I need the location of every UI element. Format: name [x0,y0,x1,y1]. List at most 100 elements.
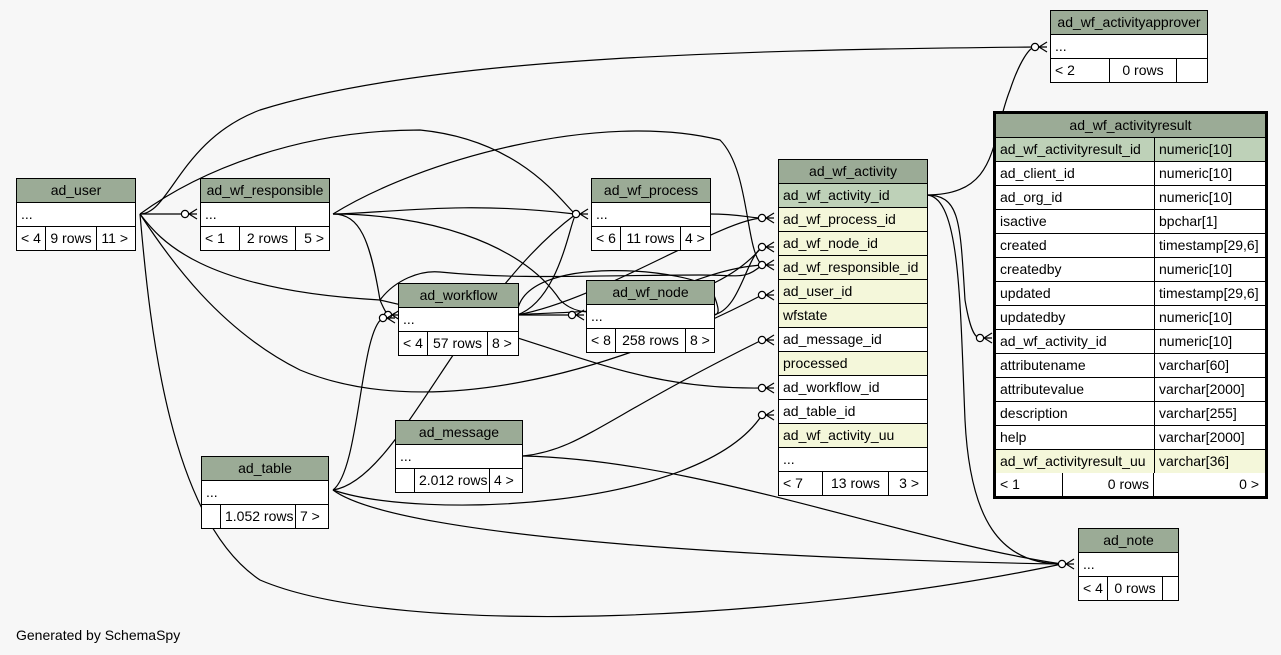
row-count: 11 rows [620,227,680,250]
column-type: varchar[60] [1154,354,1264,377]
generated-by-footer: Generated by SchemaSpy [16,627,181,643]
relationship-line [522,455,1063,565]
column-type: numeric[10] [1154,138,1264,161]
table-header: ad_wf_node [587,281,714,305]
table-header: ad_wf_activityresult [996,114,1265,138]
table-ad-workflow[interactable]: ad_workflow ... < 4 57 rows 8 > [398,283,519,356]
columns-ellipsis: ... [400,448,412,464]
crowfoot-marker [765,241,775,253]
column-processed[interactable]: processed [783,355,848,371]
children-count: 3 > [888,472,923,495]
crowfoot-marker [765,212,775,224]
crowfoot-marker [1038,41,1048,53]
column-row[interactable]: attributename varchar[60] [996,354,1265,378]
relationship-line [516,213,577,316]
column-row[interactable]: updatedby numeric[10] [996,306,1265,330]
table-ad-message[interactable]: ad_message ... 2.012 rows 4 > [395,420,523,493]
relationship-line [332,130,763,266]
table-ad-table[interactable]: ad_table ... 1.052 rows 7 > [201,456,329,529]
table-header: ad_wf_activityapprover [1051,11,1207,35]
children-count: 4 > [489,469,514,492]
children-count: 8 > [685,329,712,352]
relationship-line [332,414,763,506]
relationship-line [708,213,763,219]
column-name: createdby [1000,261,1062,277]
cardinality-marker [1030,42,1040,52]
column-ad-message-id[interactable]: ad_message_id [783,331,882,347]
column-name: description [1000,405,1068,421]
row-count: 1.052 rows [220,505,295,528]
cardinality-marker [378,313,388,323]
children-count [1176,59,1207,82]
columns-ellipsis: ... [403,311,415,327]
column-ad-wf-node-id[interactable]: ad_wf_node_id [783,235,878,251]
children-count: 8 > [487,332,515,355]
table-ad-wf-node[interactable]: ad_wf_node ... < 8 258 rows 8 > [586,280,715,353]
crowfoot-marker [765,289,775,301]
column-type: timestamp[29,6] [1154,282,1264,305]
cardinality-marker [180,209,190,219]
relationship-line [332,213,577,491]
column-type: numeric[10] [1154,306,1264,329]
table-ad-wf-activityresult[interactable]: ad_wf_activityresult ad_wf_activityresul… [993,111,1268,499]
column-ad-workflow-id[interactable]: ad_workflow_id [783,379,880,395]
table-header: ad_user [17,179,135,203]
column-row[interactable]: isactive bpchar[1] [996,210,1265,234]
table-ad-wf-responsible[interactable]: ad_wf_responsible ... < 1 2 rows 5 > [200,178,330,251]
columns-ellipsis: ... [21,206,33,222]
column-name: updatedby [1000,309,1066,325]
table-ad-note[interactable]: ad_note ... < 4 0 rows [1078,528,1179,601]
crowfoot-marker [765,409,775,421]
column-ad-user-id[interactable]: ad_user_id [783,283,853,299]
columns-ellipsis: ... [1055,38,1067,54]
column-ad-wf-activity-id[interactable]: ad_wf_activity_id [783,187,890,203]
column-ad-table-id[interactable]: ad_table_id [783,403,856,419]
cardinality-marker [757,383,767,393]
row-count: 57 rows [427,332,487,355]
column-ad-wf-responsible-id[interactable]: ad_wf_responsible_id [783,259,919,275]
table-header: ad_wf_process [592,179,710,203]
table-ad-wf-activityapprover[interactable]: ad_wf_activityapprover ... < 2 0 rows [1050,10,1208,83]
table-ad-wf-activity[interactable]: ad_wf_activity ad_wf_activity_id ad_wf_p… [778,159,928,496]
parents-count: < 1 [205,230,225,246]
columns-ellipsis: ... [596,206,608,222]
crowfoot-marker [579,208,589,220]
column-name: attributename [1000,357,1086,373]
table-ad-user[interactable]: ad_user ... < 4 9 rows 11 > [16,178,136,251]
row-count: 13 rows [822,472,888,495]
column-name: isactive [1000,213,1047,229]
table-header: ad_message [396,421,522,445]
relationship-line [332,213,389,316]
table-header: ad_wf_responsible [201,179,329,203]
parents-count: < 8 [591,332,611,348]
column-name: ad_client_id [1000,165,1075,181]
table-ad-wf-process[interactable]: ad_wf_process ... < 6 11 rows 4 > [591,178,711,251]
column-name: ad_wf_activity_id [1000,333,1107,349]
children-count: 11 > [96,227,132,250]
children-count: 4 > [680,227,708,250]
row-count: 0 rows [1109,59,1176,82]
relationship-line [516,217,763,316]
column-ad-wf-process-id[interactable]: ad_wf_process_id [783,211,896,227]
row-count: 258 rows [615,329,685,352]
cardinality-marker [567,310,577,320]
row-count: 0 rows [1107,577,1162,600]
column-type: bpchar[1] [1154,210,1264,233]
relationship-line [332,317,384,491]
columns-ellipsis: ... [591,308,603,324]
column-type: varchar[36] [1154,450,1264,473]
column-wfstate[interactable]: wfstate [783,307,828,323]
cardinality-marker [571,209,581,219]
column-ad-wf-activity-uu[interactable]: ad_wf_activity_uu [783,427,895,443]
